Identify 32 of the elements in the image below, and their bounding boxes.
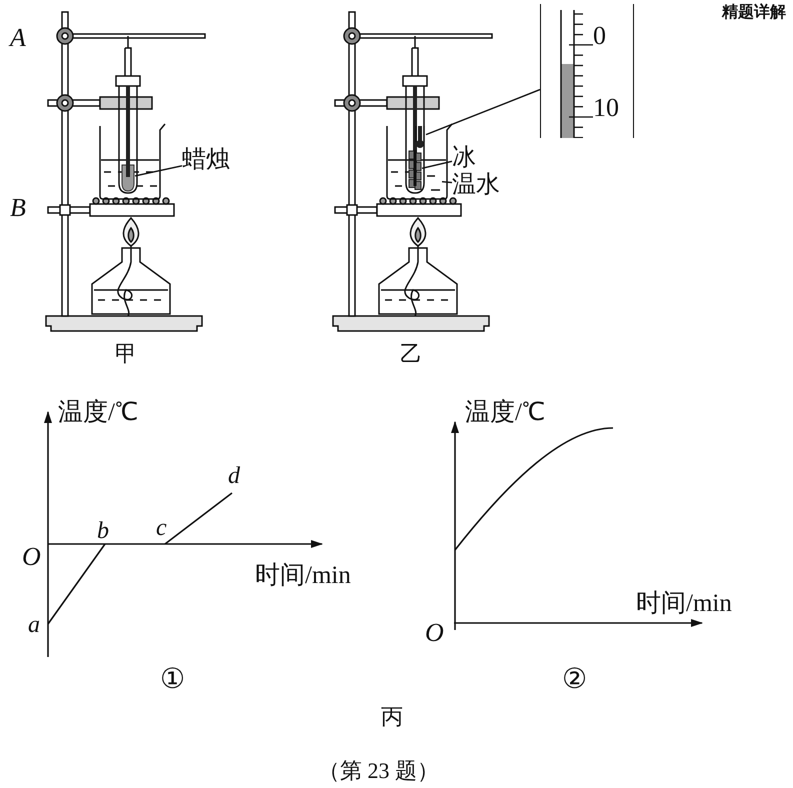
thermometer-bulb	[414, 126, 426, 148]
callout-label: 蜡烛	[182, 147, 236, 173]
axis-label: 时间/min	[636, 591, 732, 616]
graph-number: ①	[160, 666, 185, 694]
tick-label: 0	[593, 23, 606, 49]
tick-label: 10	[593, 95, 619, 121]
axis-label: 温度/℃	[58, 400, 138, 425]
leader-line	[422, 160, 452, 170]
figure-label: 丙	[381, 706, 403, 728]
ice-cubes	[408, 150, 422, 190]
origin-label: O	[22, 544, 41, 570]
point-letter: a	[28, 613, 40, 637]
callout-label: 冰	[452, 145, 480, 171]
origin-label: O	[425, 620, 444, 646]
point-letter: c	[156, 516, 167, 540]
point-letter: b	[97, 519, 109, 543]
point-letter: d	[228, 464, 240, 488]
axis-label: 时间/min	[255, 563, 351, 588]
magnified-thermometer	[540, 4, 634, 138]
callout-label: 温水	[452, 172, 508, 198]
axis-label: 温度/℃	[465, 400, 545, 425]
leader-line	[134, 165, 182, 177]
caption: （第 23 题）	[318, 760, 439, 782]
candle	[121, 163, 135, 192]
leader-line	[442, 181, 452, 184]
figure-label: 甲	[115, 343, 137, 365]
graph-number: ②	[562, 666, 587, 694]
point-letter: B	[10, 195, 26, 221]
point-letter: A	[10, 25, 26, 51]
header-text: 精题详解	[722, 4, 786, 20]
figure-label: 乙	[400, 343, 422, 365]
leader-line	[426, 88, 540, 136]
